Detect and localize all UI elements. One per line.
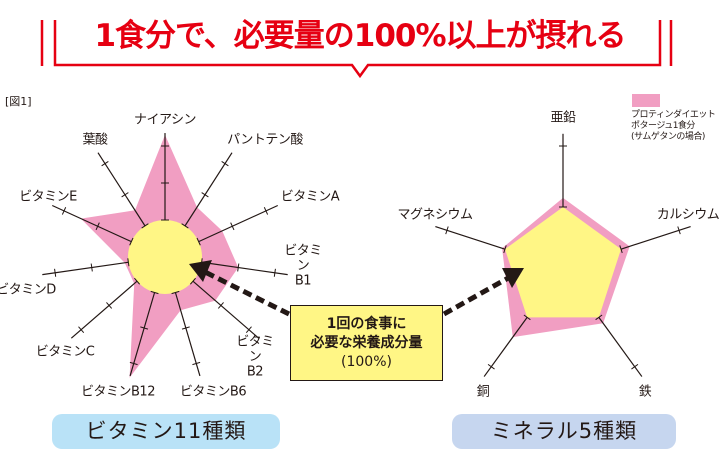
- axis-label-vitamin-b6: ビタミンB6: [179, 384, 247, 400]
- axis-label-vitamin-d: ビタミンD: [0, 282, 56, 298]
- axis-label-vitamin-c: ビタミンC: [35, 344, 95, 360]
- radar-tick: [134, 277, 141, 285]
- radar-axis-line: [198, 204, 278, 243]
- radar-tick: [127, 258, 130, 267]
- callout-line: 必要な栄養成分量: [310, 335, 423, 351]
- radar-tick: [487, 363, 495, 370]
- radar-tick: [196, 237, 201, 246]
- arrowhead-left-icon: [189, 260, 212, 282]
- arrow-to-vitamin-chart: [203, 269, 291, 317]
- radar-tick: [523, 314, 531, 321]
- callout-line: (100%): [341, 354, 392, 370]
- axis-label-magnesium: マグネシウム: [397, 207, 473, 223]
- radar-tick: [101, 161, 109, 167]
- radar-axis-line: [129, 292, 156, 377]
- radar-tick: [129, 237, 134, 246]
- radar-tick: [140, 326, 149, 330]
- radar-tick: [245, 326, 252, 334]
- axis-label-folic-acid: 葉酸: [82, 132, 108, 148]
- radar-tick: [677, 226, 681, 235]
- axis-label-iron: 鉄: [638, 384, 652, 400]
- radar-tick: [595, 314, 603, 321]
- arrowhead-right-icon: [502, 268, 524, 288]
- legend-swatch: [632, 94, 660, 107]
- page-title: 1食分で、必要量の100%以上が摂れる: [94, 18, 626, 54]
- radar-tick: [141, 223, 149, 229]
- figure-label: [図1]: [5, 95, 32, 108]
- radar-tick: [192, 361, 201, 366]
- radar-tick: [90, 263, 93, 272]
- axis-label-zinc: 亜鉛: [550, 110, 576, 126]
- radar-tick: [171, 290, 180, 295]
- radar-tick: [150, 290, 159, 295]
- radar-tick: [129, 361, 138, 366]
- radar-tick: [221, 161, 229, 167]
- radar-tick: [445, 226, 449, 235]
- radar-tick: [230, 222, 235, 231]
- vitamin-category-badge: ビタミン11種類: [52, 414, 280, 449]
- radar-tick: [54, 268, 57, 277]
- axis-label-vitamin-e: ビタミンE: [19, 189, 77, 205]
- radar-tick: [263, 207, 269, 215]
- required-amount-area: [504, 207, 622, 318]
- radar-tick: [237, 263, 240, 272]
- radar-axis-line: [70, 280, 138, 339]
- radar-tick: [61, 207, 67, 215]
- required-amount-area: [128, 220, 202, 294]
- vitamin-radar-chart: [42, 133, 288, 378]
- radar-axis-line: [184, 152, 233, 227]
- radar-tick: [121, 192, 129, 198]
- callout-line: 1回の食事に: [326, 316, 407, 332]
- radar-tick: [106, 302, 113, 309]
- legend-text: プロティンダイエット ポタージュ1食分 (サムゲタンの場合): [631, 110, 716, 143]
- radar-tick: [189, 277, 196, 285]
- axis-label-vitamin-a: ビタミンA: [280, 189, 340, 205]
- arrow-to-mineral-chart: [442, 274, 512, 317]
- radar-tick: [631, 363, 639, 370]
- legend-line: プロティンダイエット: [631, 110, 716, 120]
- radar-axis-line: [174, 292, 201, 377]
- mineral-radar-chart: [435, 133, 691, 377]
- mineral-category-badge: ミネラル5種類: [452, 414, 676, 449]
- radar-tick: [181, 223, 189, 229]
- radar-axis-line: [42, 261, 129, 276]
- axis-label-pantothenic-acid: パントテン酸: [227, 132, 303, 148]
- radar-axis-line: [201, 261, 288, 276]
- radar-tick: [201, 192, 209, 198]
- radar-axis-line: [435, 225, 506, 250]
- radar-tick: [619, 245, 623, 254]
- axis-label-calcium: カルシウム: [656, 207, 720, 223]
- radar-axis-line: [483, 316, 528, 377]
- radar-tick: [273, 268, 276, 277]
- title-bracket: [40, 20, 673, 79]
- legend-line: ポタージュ1食分: [631, 121, 695, 131]
- radar-axis-line: [598, 316, 643, 377]
- radar-axis-line: [97, 152, 146, 227]
- radar-tick: [181, 326, 190, 330]
- required-amount-callout: 1回の食事に 必要な栄養成分量 (100%): [290, 305, 443, 381]
- radar-axis-line: [620, 225, 691, 250]
- axis-label-copper: 銅: [476, 384, 490, 400]
- radar-axis-line: [192, 280, 260, 339]
- radar-axis-line: [52, 204, 132, 243]
- legend-line: (サムゲタンの場合): [631, 132, 705, 142]
- radar-tick: [503, 245, 507, 254]
- radar-tick: [78, 326, 85, 334]
- radar-tick: [95, 222, 100, 231]
- radar-tick: [217, 302, 224, 309]
- callout-arrows: [189, 260, 524, 317]
- axis-label-vitamin-b12: ビタミンB12: [81, 384, 155, 400]
- axis-label-niacin: ナイアシン: [134, 112, 196, 128]
